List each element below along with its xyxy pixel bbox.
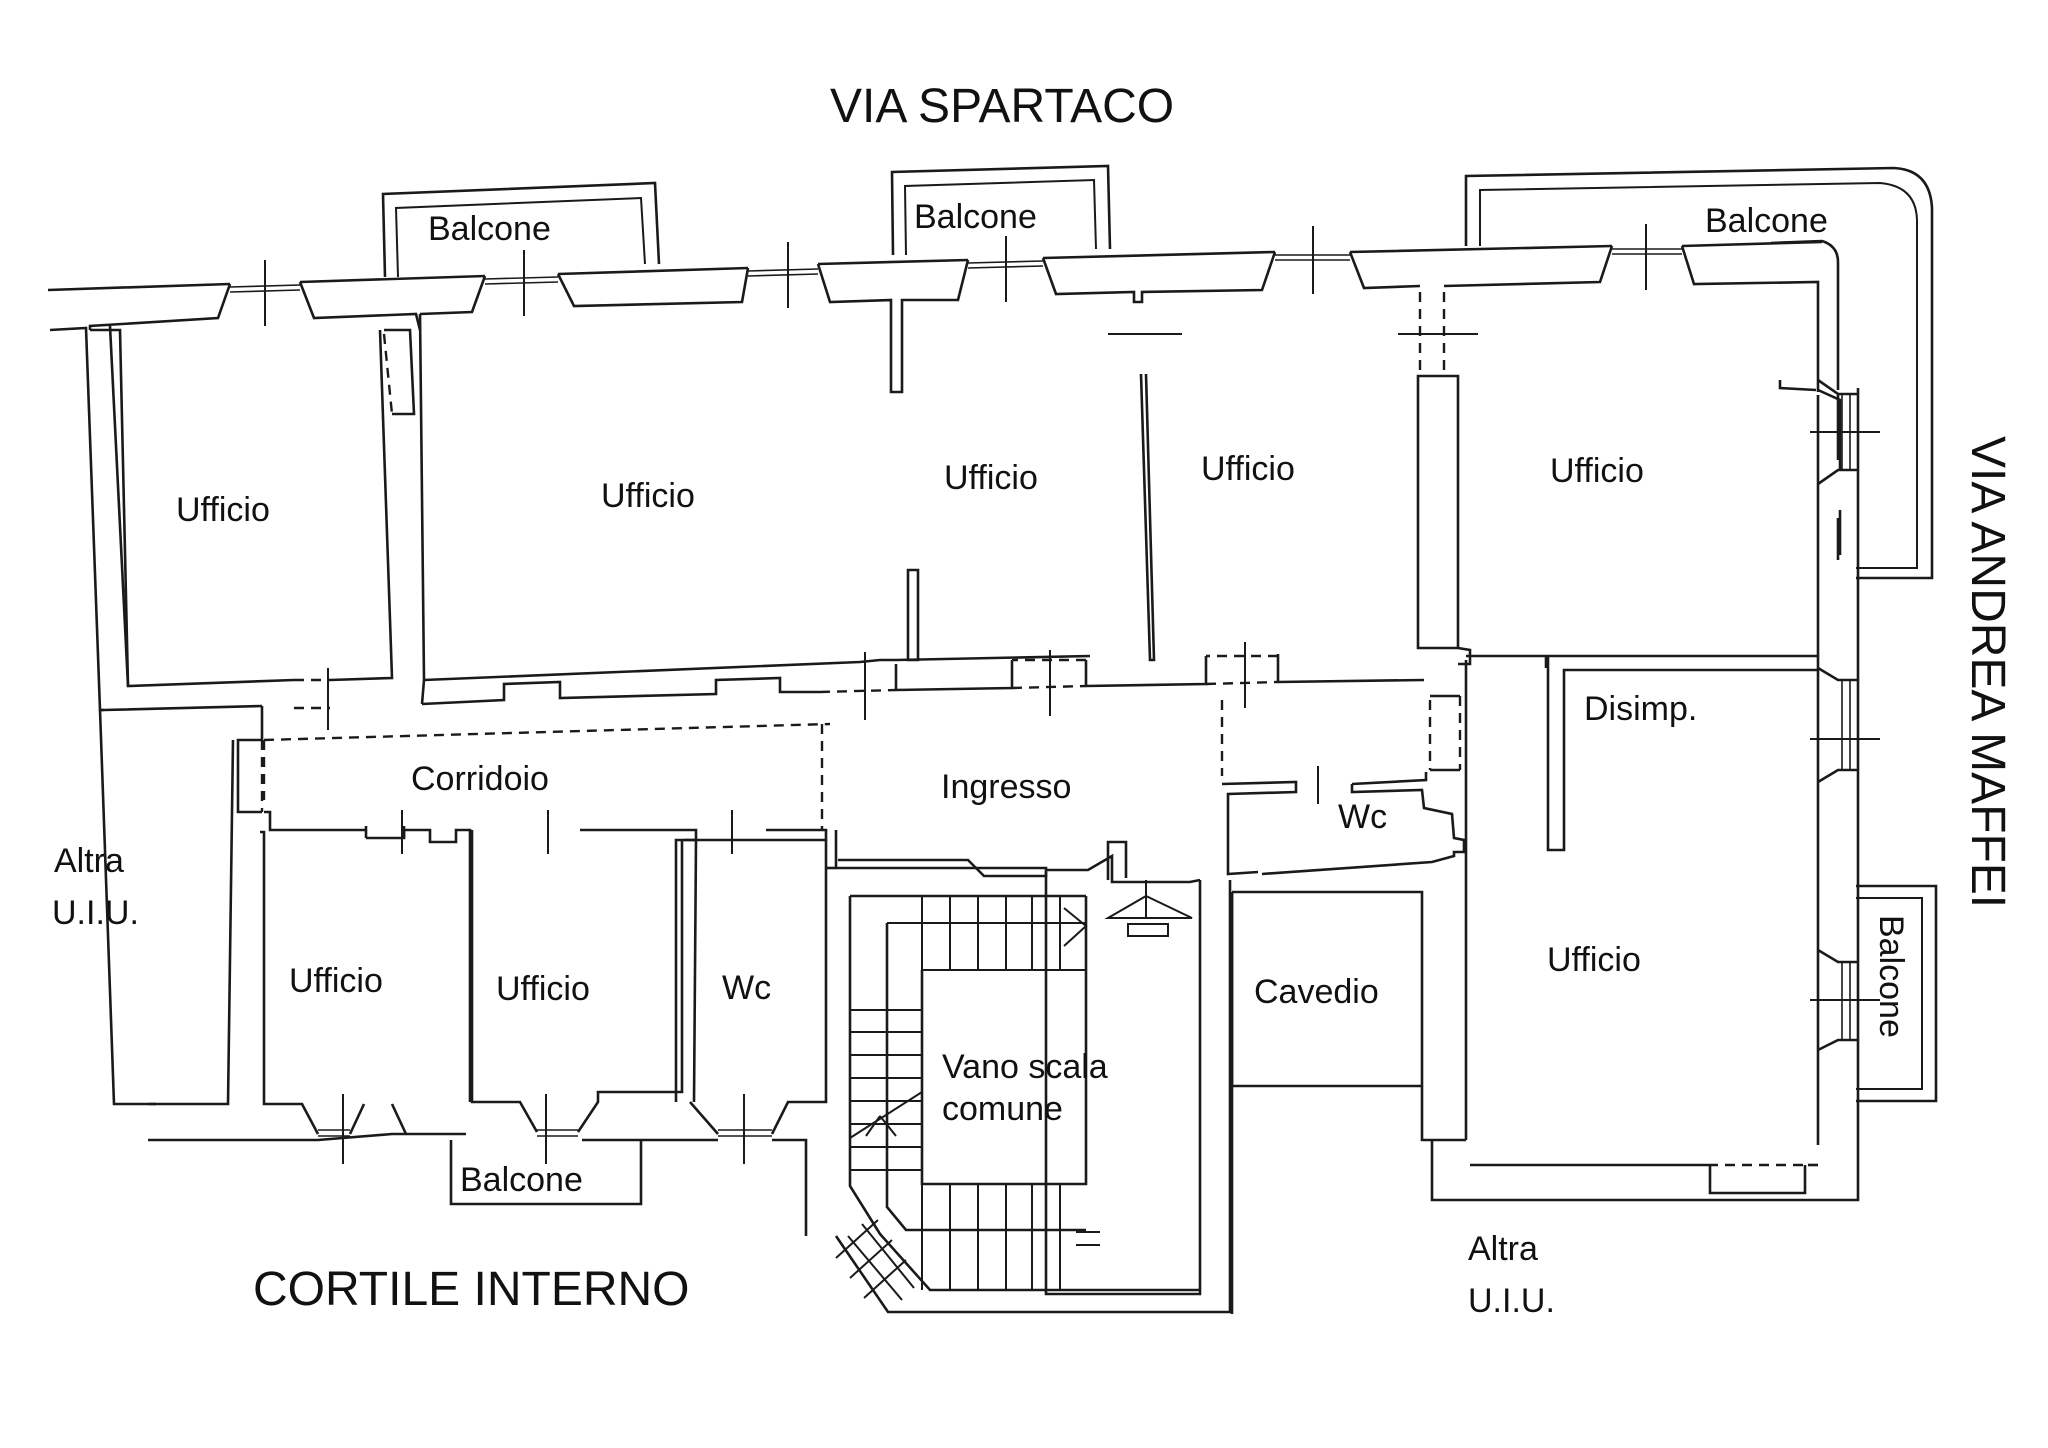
right-block: Disimp. bbox=[1466, 654, 1818, 852]
facade-right bbox=[1430, 378, 1880, 1202]
corridor-band bbox=[421, 292, 1472, 720]
courtyard-label: CORTILE INTERNO bbox=[253, 1263, 690, 1316]
neighbor-label-left-1: Altra bbox=[54, 842, 124, 880]
balcony-label: Balcone bbox=[914, 198, 1037, 236]
room-label-office-1: Ufficio bbox=[176, 491, 270, 529]
room-label-landing: Disimp. bbox=[1584, 690, 1697, 728]
room-label-entrance: Ingresso bbox=[941, 768, 1071, 806]
courtyard-wing bbox=[148, 722, 831, 1236]
room-label-light-well: Cavedio bbox=[1254, 973, 1379, 1011]
room-label-office-6: Ufficio bbox=[289, 962, 383, 1000]
balcony-label: Balcone bbox=[1705, 202, 1828, 240]
room-label-office-2: Ufficio bbox=[601, 477, 695, 515]
stairwell: Vano scala comune bbox=[826, 830, 1232, 1314]
room-label-office-7: Ufficio bbox=[496, 970, 590, 1008]
room-label-wc-1: Wc bbox=[722, 969, 771, 1007]
balcony-label: Balcone bbox=[428, 210, 551, 248]
balcony-top-right: Balcone bbox=[1464, 166, 1934, 580]
balcony-top-left: Balcone bbox=[381, 181, 661, 278]
left-block bbox=[49, 313, 426, 1106]
stairwell-label-1: Vano scala bbox=[942, 1048, 1108, 1086]
street-label-right: VIA ANDREA MAFFEI bbox=[1961, 436, 2014, 908]
room-label-corridor: Corridoio bbox=[411, 760, 549, 798]
balcony-label: Balcone bbox=[460, 1161, 583, 1199]
balcony-bottom: Balcone bbox=[449, 1140, 643, 1206]
service-area: Ingresso Wc Cavedio bbox=[820, 660, 1468, 1314]
room-label-office-5: Ufficio bbox=[1550, 452, 1644, 490]
room-label-office-8: Ufficio bbox=[1547, 941, 1641, 979]
balcony-label: Balcone bbox=[1872, 915, 1910, 1038]
neighbor-label-br-2: U.I.U. bbox=[1468, 1282, 1555, 1320]
room-label-office-3: Ufficio bbox=[944, 459, 1038, 497]
stairwell-label-2: comune bbox=[942, 1090, 1063, 1128]
facade-top bbox=[47, 224, 1823, 394]
balcony-top-center: Balcone bbox=[890, 164, 1112, 256]
room-label-office-4: Ufficio bbox=[1201, 450, 1295, 488]
room-label-wc-2: Wc bbox=[1338, 798, 1387, 836]
neighbor-label-left-2: U.I.U. bbox=[52, 894, 139, 932]
neighbor-label-br-1: Altra bbox=[1468, 1230, 1538, 1268]
balcony-right: Balcone bbox=[1856, 884, 1938, 1103]
street-label-top: VIA SPARTACO bbox=[830, 80, 1174, 133]
